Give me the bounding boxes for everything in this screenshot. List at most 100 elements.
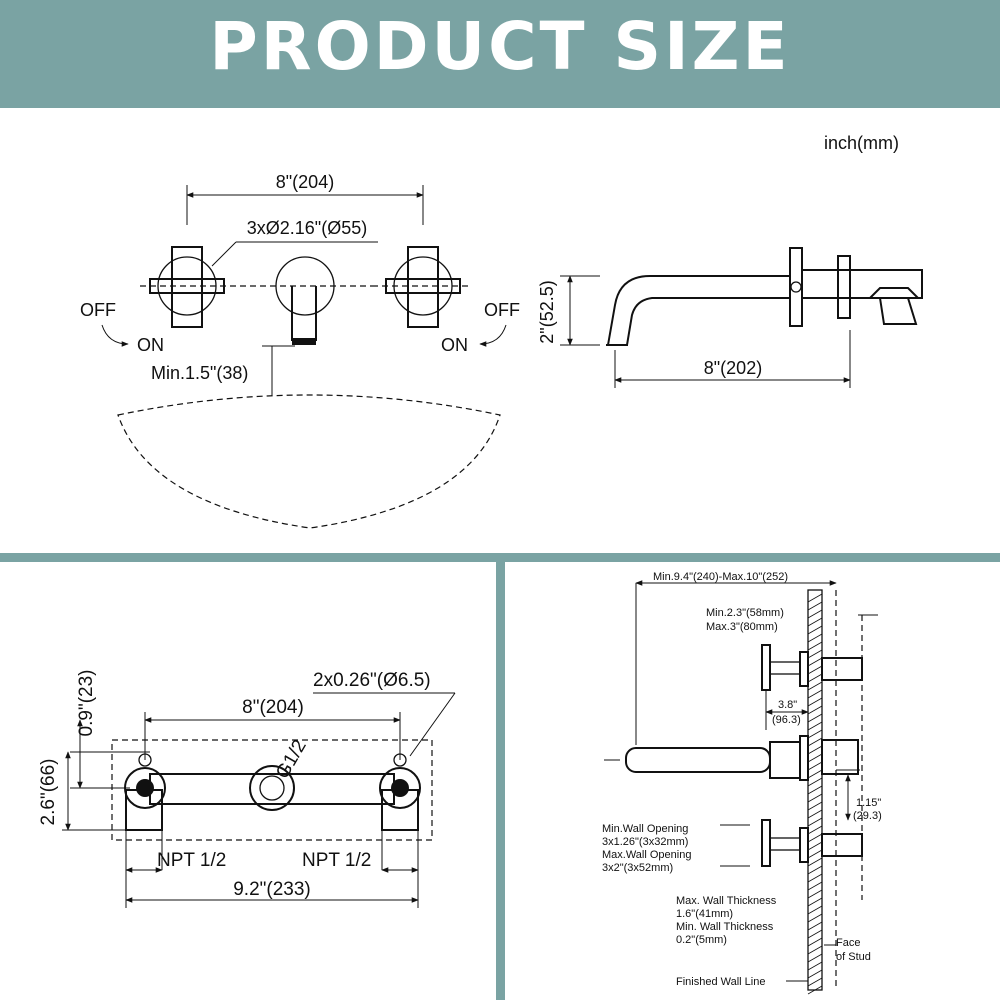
- thick-max-value: 1.6"(41mm): [676, 908, 733, 920]
- wall-hatch-line: [807, 721, 823, 731]
- front-view: 8"(204) 3xØ2.16"(Ø55) OFF ON O: [80, 172, 520, 529]
- opening-max-value: 3x2"(3x52mm): [602, 862, 673, 874]
- wall-hatch-line: [807, 737, 823, 747]
- wall-hatch-line: [807, 633, 823, 643]
- wall-hatch-line: [807, 857, 823, 867]
- section-divider-horizontal: [0, 553, 1000, 562]
- wall-hatch-line: [807, 953, 823, 963]
- wall-hatch-line: [807, 809, 823, 819]
- wall-hatch-line: [807, 881, 823, 891]
- wall-hatch-line: [807, 801, 823, 811]
- max-depth-label: Max.3"(80mm): [706, 621, 778, 633]
- wall-hatch-line: [807, 681, 823, 691]
- escutcheon-dia-label: 3xØ2.16"(Ø55): [247, 218, 367, 238]
- wall-hatch-line: [807, 921, 823, 931]
- wall-hatch-line: [807, 625, 823, 635]
- wall-hatch-line: [807, 745, 823, 755]
- rough-height-label: 2.6"(66): [38, 759, 59, 826]
- wall-hatch-line: [807, 937, 823, 947]
- wall-hatch-line: [807, 777, 823, 787]
- wall-hatch-line: [807, 865, 823, 875]
- side-reach-label: 8"(202): [704, 358, 762, 378]
- wall-hatch-line: [807, 825, 823, 835]
- wall-hatch-line: [807, 969, 823, 979]
- thread-label: G1/2: [272, 736, 311, 782]
- wall-hatch-line: [807, 609, 823, 619]
- wall-hatch-line: [807, 905, 823, 915]
- wall-hatch-line: [807, 753, 823, 763]
- rough-spacing-label: 8"(204): [242, 697, 304, 718]
- spacing-mm-label: (96.3): [772, 714, 801, 726]
- wall-hatch: [807, 589, 823, 995]
- rough-width-label: 9.2"(233): [233, 879, 311, 900]
- side-view: 2"(52.5) 8"(202): [537, 247, 923, 388]
- wall-hatch-line: [807, 929, 823, 939]
- wall-hatch-line: [807, 945, 823, 955]
- wall-hatch-line: [807, 673, 823, 683]
- npt-right-label: NPT 1/2: [302, 850, 371, 871]
- wall-hatch-line: [807, 817, 823, 827]
- wall-hatch-line: [807, 841, 823, 851]
- wall-hatch-line: [807, 785, 823, 795]
- thick-max-label: Max. Wall Thickness: [676, 895, 777, 907]
- opening-max-label: Max.Wall Opening: [602, 849, 691, 861]
- wall-hatch-line: [807, 897, 823, 907]
- top-offset-label: 0.9"(23): [76, 670, 97, 737]
- thick-min-value: 0.2"(5mm): [676, 934, 727, 946]
- page-title: PRODUCT SIZE: [209, 8, 791, 85]
- wall-hatch-line: [807, 913, 823, 923]
- wall-hatch-line: [807, 593, 823, 603]
- install-view: Min.9.4"(240)-Max.10"(252) Min.2.3"(58mm…: [602, 571, 882, 995]
- wall-hatch-line: [807, 729, 823, 739]
- wall-hatch-line: [807, 793, 823, 803]
- total-depth-label: Min.9.4"(240)-Max.10"(252): [653, 571, 788, 583]
- right-handle: [372, 246, 470, 328]
- wall-hatch-line: [807, 761, 823, 771]
- opening-min-label: Min.Wall Opening: [602, 823, 688, 835]
- front-spacing-label: 8"(204): [276, 172, 334, 192]
- wall-hatch-line: [807, 713, 823, 723]
- wall-hatch-line: [807, 689, 823, 699]
- wall-hatch-line: [807, 833, 823, 843]
- stud-label-line1: Face: [836, 937, 860, 949]
- min-height-label: Min.1.5"(38): [151, 363, 248, 383]
- on-left-label: ON: [137, 335, 164, 355]
- offset-mm-label: (29.3): [853, 810, 882, 822]
- wall-hatch-line: [807, 601, 823, 611]
- wall-hatch-line: [807, 697, 823, 707]
- front-spout: [240, 256, 372, 345]
- wall-hatch-line: [807, 649, 823, 659]
- wall-hatch-line: [807, 641, 823, 651]
- off-left-label: OFF: [80, 300, 116, 320]
- hole-dia-label: 2x0.26"(Ø6.5): [313, 670, 431, 691]
- wall-hatch-line: [807, 985, 823, 995]
- section-divider-vertical: [496, 562, 505, 1000]
- spacing-in-label: 3.8": [778, 699, 797, 711]
- unit-note: inch(mm): [824, 133, 899, 153]
- wall-hatch-line: [807, 617, 823, 627]
- off-right-label: OFF: [484, 300, 520, 320]
- wall-hatch-line: [807, 769, 823, 779]
- on-right-label: ON: [441, 335, 468, 355]
- opening-min-value: 3x1.26"(3x32mm): [602, 836, 688, 848]
- wall-hatch-line: [807, 849, 823, 859]
- side-height-label: 2"(52.5): [537, 280, 557, 343]
- npt-left-label: NPT 1/2: [157, 850, 226, 871]
- rough-in-view: 2x0.26"(Ø6.5) 8"(204) G1/2 0.9"(23) 2.6: [38, 670, 456, 908]
- title-banner: PRODUCT SIZE: [0, 0, 1000, 108]
- offset-in-label: 1.15": [856, 797, 881, 809]
- wall-hatch-line: [807, 889, 823, 899]
- stud-label-line2: of Stud: [836, 951, 871, 963]
- min-depth-label: Min.2.3"(58mm): [706, 607, 784, 619]
- wall-hatch-line: [807, 961, 823, 971]
- basin-outline: [117, 394, 501, 529]
- wall-hatch-line: [807, 657, 823, 667]
- left-handle: [140, 246, 240, 328]
- wall-hatch-line: [807, 977, 823, 987]
- thick-min-label: Min. Wall Thickness: [676, 921, 774, 933]
- wall-hatch-line: [807, 705, 823, 715]
- wall-hatch-line: [807, 873, 823, 883]
- finished-wall-label: Finished Wall Line: [676, 976, 765, 988]
- wall-hatch-line: [807, 665, 823, 675]
